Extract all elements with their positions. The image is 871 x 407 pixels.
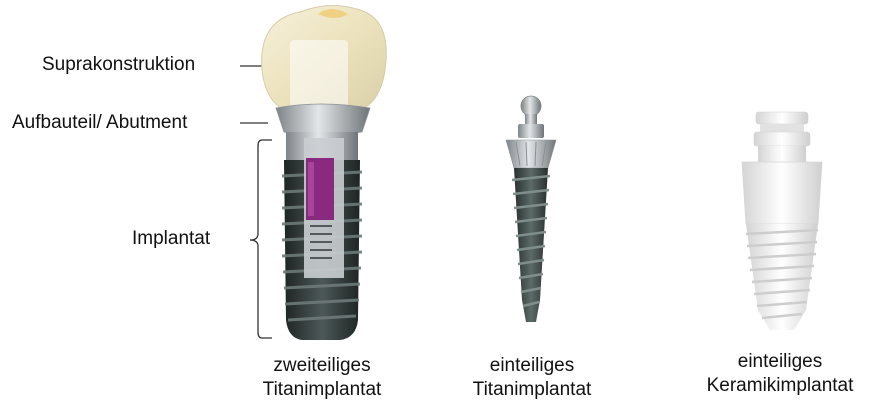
caption-one-piece-ceramic: einteiliges Keramikimplantat bbox=[680, 350, 871, 398]
one-piece-titanium-implant bbox=[506, 96, 556, 322]
caption-two-piece-titanium: zweiteiliges Titanimplantat bbox=[222, 354, 422, 402]
two-piece-titanium-implant bbox=[262, 5, 387, 340]
ball-head bbox=[521, 96, 541, 116]
caption-line-2: Titanimplantat bbox=[432, 378, 632, 402]
one-piece-ceramic-implant bbox=[742, 112, 822, 330]
caption-line-1: einteiliges bbox=[432, 354, 632, 378]
ceramic-abutment bbox=[742, 162, 822, 224]
caption-line-2: Keramikimplantat bbox=[680, 374, 871, 398]
abutment-collar bbox=[276, 104, 370, 135]
implant-bracket bbox=[250, 140, 272, 338]
caption-line-1: zweiteiliges bbox=[222, 354, 422, 378]
ceramic-body bbox=[746, 224, 818, 330]
caption-one-piece-titanium: einteiliges Titanimplantat bbox=[432, 354, 632, 402]
collar bbox=[506, 140, 556, 168]
caption-line-2: Titanimplantat bbox=[222, 378, 422, 402]
caption-line-1: einteiliges bbox=[680, 350, 871, 374]
